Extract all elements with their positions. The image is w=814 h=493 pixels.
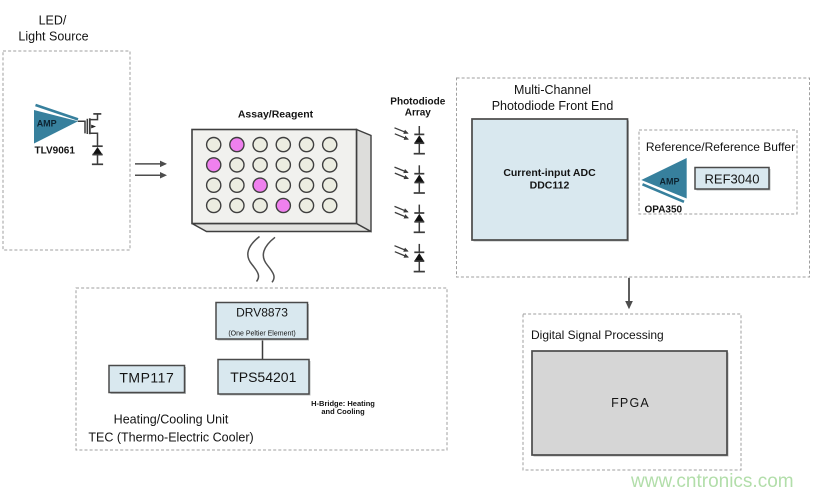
svg-text:Array: Array — [405, 108, 432, 119]
svg-text:FPGA: FPGA — [611, 396, 650, 410]
svg-text:TMP117: TMP117 — [119, 369, 174, 385]
svg-text:(One Peltier Element): (One Peltier Element) — [228, 331, 295, 338]
svg-text:TPS54201: TPS54201 — [230, 369, 296, 385]
svg-text:H-Bridge: Heating: H-Bridge: Heating — [311, 399, 375, 408]
svg-text:DRV8873: DRV8873 — [236, 306, 288, 320]
svg-text:LED/: LED/ — [39, 14, 67, 28]
svg-text:www.cntronics.com: www.cntronics.com — [630, 471, 794, 492]
svg-text:TLV9061: TLV9061 — [35, 145, 76, 156]
svg-text:AMP: AMP — [660, 176, 680, 186]
svg-text:REF3040: REF3040 — [705, 172, 760, 187]
svg-text:Assay/Reagent: Assay/Reagent — [238, 109, 314, 121]
svg-text:Current-input ADC: Current-input ADC — [503, 167, 596, 179]
svg-text:Digital Signal Processing: Digital Signal Processing — [531, 328, 664, 342]
svg-text:Photodiode: Photodiode — [390, 97, 445, 108]
svg-text:AMP: AMP — [37, 118, 57, 128]
svg-text:Reference/Reference Buffer: Reference/Reference Buffer — [646, 140, 795, 154]
svg-text:DDC112: DDC112 — [530, 180, 570, 192]
svg-text:Light Source: Light Source — [18, 30, 88, 44]
svg-text:OPA350: OPA350 — [645, 205, 683, 216]
svg-text:and Cooling: and Cooling — [321, 407, 365, 416]
svg-text:Photodiode Front End: Photodiode Front End — [492, 99, 614, 113]
svg-text:Heating/Cooling Unit: Heating/Cooling Unit — [114, 413, 229, 427]
svg-text:Multi-Channel: Multi-Channel — [514, 83, 591, 97]
svg-text:TEC (Thermo-Electric Cooler): TEC (Thermo-Electric Cooler) — [88, 431, 253, 445]
